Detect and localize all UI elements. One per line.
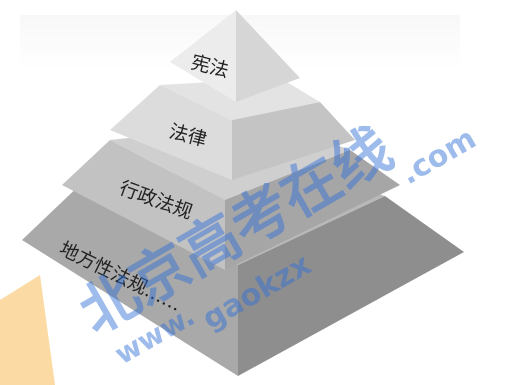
watermark-orange-swoosh — [0, 275, 55, 385]
tier-3-left-face — [62, 140, 225, 270]
tier-1-left-face — [170, 10, 236, 102]
tier-2-right-face — [232, 102, 355, 180]
tier-3-right-face — [225, 150, 400, 270]
tier-4-left-face — [22, 180, 238, 376]
tier-2-left-face — [110, 85, 232, 180]
watermark-url-com: .com — [395, 121, 483, 192]
tier-1-right-face — [236, 10, 300, 102]
pyramid-tier-1 — [170, 10, 300, 102]
tier-4-right-face — [238, 196, 464, 376]
